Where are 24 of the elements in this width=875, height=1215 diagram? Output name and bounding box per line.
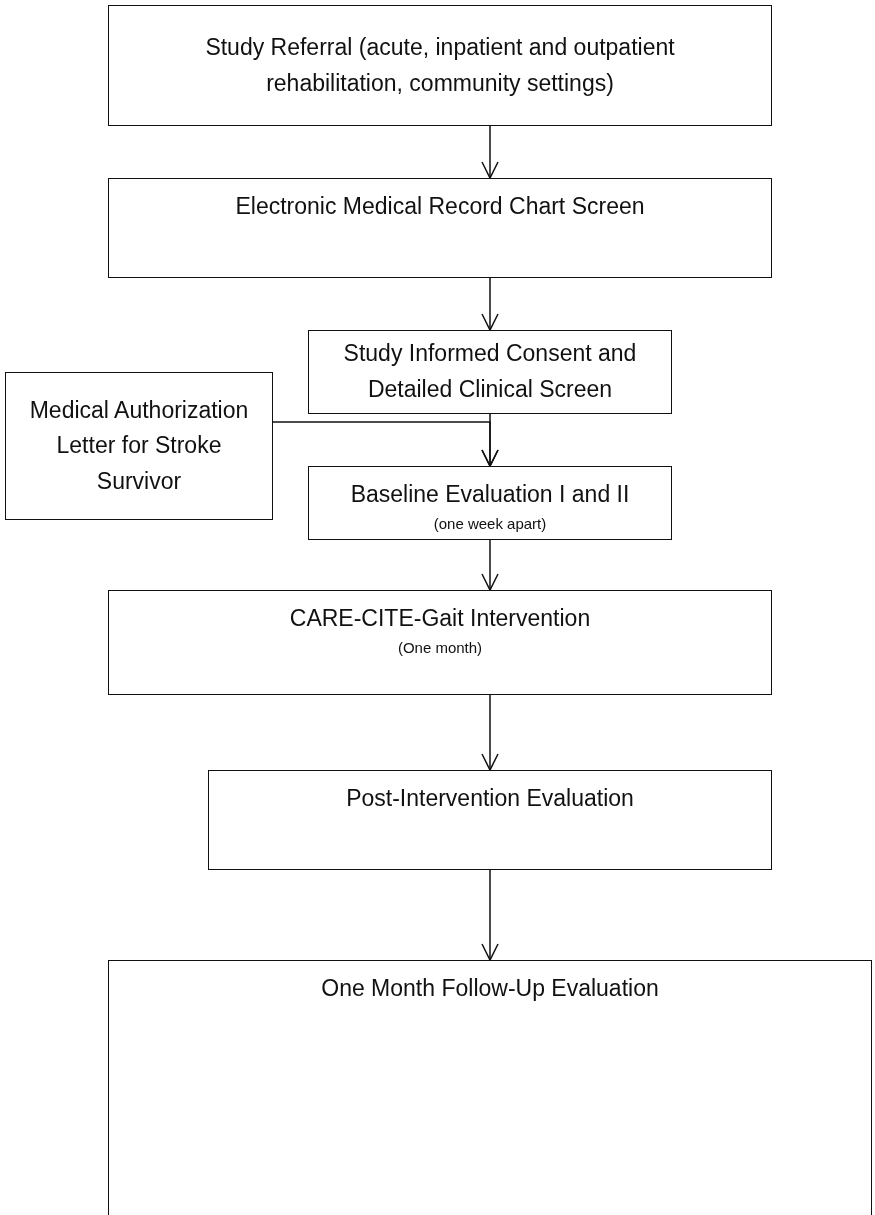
box-label: CARE-CITE-Gait Intervention (289, 604, 591, 633)
box-label: Electronic Medical Record Chart Screen (235, 192, 645, 221)
arrow (481, 125, 499, 179)
arrow (481, 694, 499, 771)
arrow (272, 421, 499, 467)
box-label: Study Referral (acute, inpatient and outpatient rehabilitation, community settings) (204, 32, 676, 98)
process-box (108, 178, 772, 278)
box-note: (One month) (397, 637, 483, 658)
box-note: (one week apart) (433, 513, 547, 534)
process-box (108, 590, 772, 695)
process-box (108, 960, 872, 1215)
box-label: Study Informed Consent and Detailed Clinical Screen (342, 339, 638, 404)
arrow (481, 869, 499, 961)
arrow (481, 539, 499, 591)
box-label: One Month Follow-Up Evaluation (321, 974, 659, 1003)
process-box (308, 330, 672, 414)
process-box (208, 770, 772, 870)
box-label: Medical Authorization Letter for Stroke Survivor (28, 395, 250, 496)
process-box (5, 372, 273, 520)
process-box (308, 466, 672, 540)
box-label: Baseline Evaluation I and II (350, 480, 630, 509)
arrow (481, 277, 499, 331)
box-label: Post-Intervention Evaluation (346, 784, 634, 813)
process-box (108, 5, 772, 126)
